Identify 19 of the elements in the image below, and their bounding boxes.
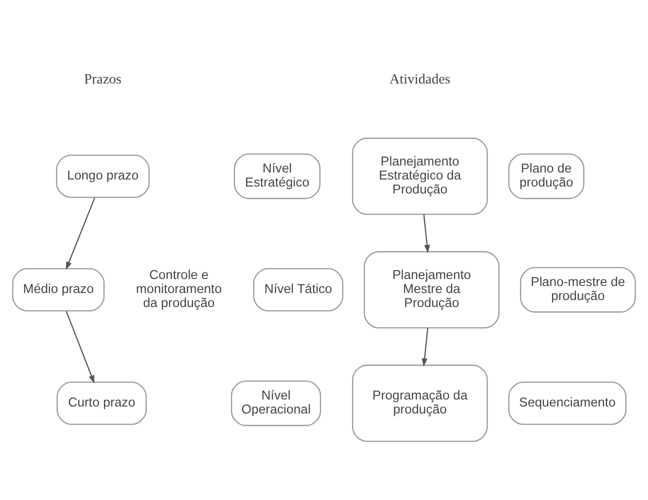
node-box: Sequenciamento — [508, 382, 626, 425]
node-box: Planejamento Mestre da Produção — [364, 251, 500, 328]
node-box: Planejamento Estratégico da Produção — [352, 138, 488, 215]
label: Prazos — [84, 71, 122, 88]
node-box: Plano-mestre de produção — [520, 266, 636, 313]
node-box: Nível Operacional — [230, 380, 322, 426]
node-box: Plano de produção — [508, 153, 584, 200]
label: Controle e monitoramento da produção — [136, 267, 222, 310]
label: Atividades — [390, 71, 450, 88]
node-box: Programação da produção — [352, 364, 488, 442]
arrow — [423, 214, 430, 254]
arrow — [66, 311, 94, 384]
node-box: Médio prazo — [12, 268, 105, 312]
arrow — [66, 198, 96, 270]
node-box: Nível Estratégico — [234, 153, 320, 200]
node-box: Longo prazo — [56, 154, 150, 198]
node-box: Curto prazo — [56, 382, 147, 425]
node-box: Nível Tático — [253, 268, 344, 312]
arrow — [422, 328, 428, 367]
